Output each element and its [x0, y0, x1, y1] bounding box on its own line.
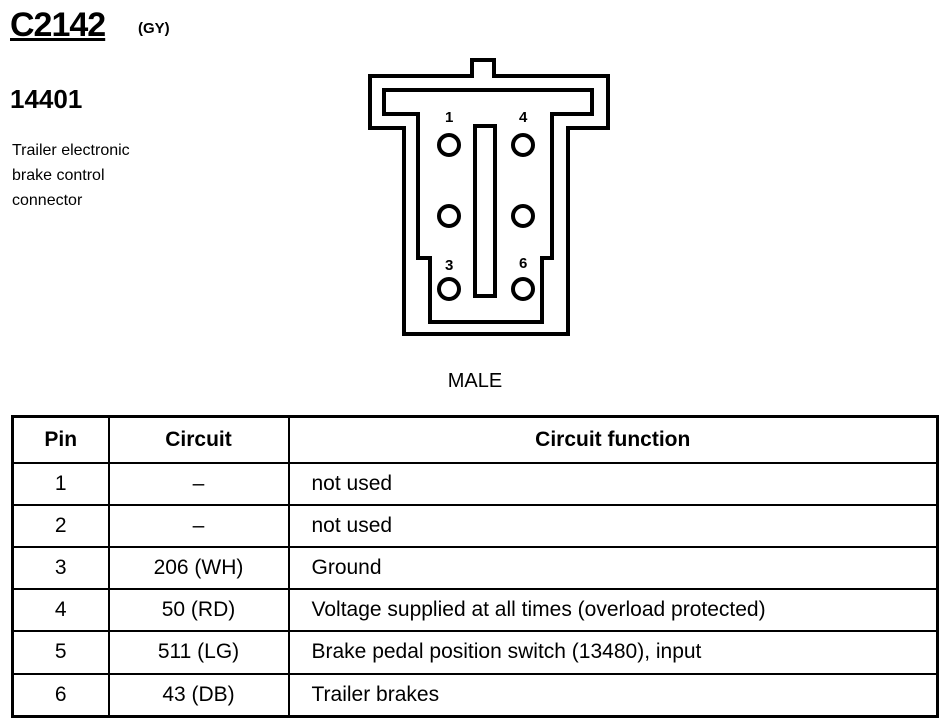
- description-line: brake control: [12, 167, 105, 184]
- circuit-cell: 50 (RD): [107, 588, 290, 633]
- function-cell: Trailer brakes: [287, 672, 939, 718]
- pin-5-cavity: [511, 204, 535, 228]
- table-row: 1 – not used: [11, 461, 939, 507]
- pin-2-cavity: [437, 204, 461, 228]
- pin-cell: 1: [11, 461, 110, 507]
- pin-label-6: 6: [519, 255, 527, 272]
- function-cell: not used: [287, 504, 939, 549]
- circuit-cell: 511 (LG): [107, 630, 290, 675]
- circuit-cell: 206 (WH): [107, 546, 290, 591]
- connector-key: [473, 124, 497, 298]
- pin-3-cavity: [437, 277, 461, 301]
- column-header-circuit: Circuit: [107, 415, 290, 464]
- table-row: 4 50 (RD) Voltage supplied at all times …: [11, 588, 939, 633]
- function-cell: Ground: [287, 546, 939, 591]
- function-cell: Voltage supplied at all times (overload …: [287, 588, 939, 633]
- circuit-cell: –: [107, 461, 290, 507]
- connector-face-diagram: 1 4 3 6: [368, 58, 610, 336]
- pin-cell: 6: [11, 672, 110, 718]
- pin-label-3: 3: [445, 257, 453, 274]
- pin-1-cavity: [437, 133, 461, 157]
- description-line: Trailer electronic: [12, 142, 130, 159]
- connector-gender: MALE: [447, 370, 503, 392]
- table-row: 6 43 (DB) Trailer brakes: [11, 672, 939, 718]
- pin-cell: 3: [11, 546, 110, 591]
- table-row: 3 206 (WH) Ground: [11, 546, 939, 591]
- connector-cavity: [382, 88, 594, 324]
- part-number: 14401: [10, 84, 83, 114]
- circuit-cell: 43 (DB): [107, 672, 290, 718]
- connector-color-code: (GY): [138, 20, 170, 37]
- function-cell: not used: [287, 461, 939, 507]
- function-cell: Brake pedal position switch (13480), inp…: [287, 630, 939, 675]
- column-header-pin: Pin: [11, 415, 110, 464]
- pin-4-cavity: [511, 133, 535, 157]
- connector-description: Trailer electronic brake control connect…: [12, 138, 182, 213]
- pin-cell: 5: [11, 630, 110, 675]
- pin-cell: 2: [11, 504, 110, 549]
- table-header-row: Pin Circuit Circuit function: [11, 415, 939, 464]
- description-line: connector: [12, 192, 83, 209]
- pin-label-1: 1: [445, 109, 453, 126]
- circuit-cell: –: [107, 504, 290, 549]
- table-row: 5 511 (LG) Brake pedal position switch (…: [11, 630, 939, 675]
- pin-cell: 4: [11, 588, 110, 633]
- pin-6-cavity: [511, 277, 535, 301]
- table-row: 2 – not used: [11, 504, 939, 549]
- connector-id: C2142: [10, 6, 106, 44]
- pinout-table: Pin Circuit Circuit function 1 – not use…: [11, 415, 939, 718]
- pin-label-4: 4: [519, 109, 528, 126]
- column-header-circuit-function: Circuit function: [287, 415, 939, 464]
